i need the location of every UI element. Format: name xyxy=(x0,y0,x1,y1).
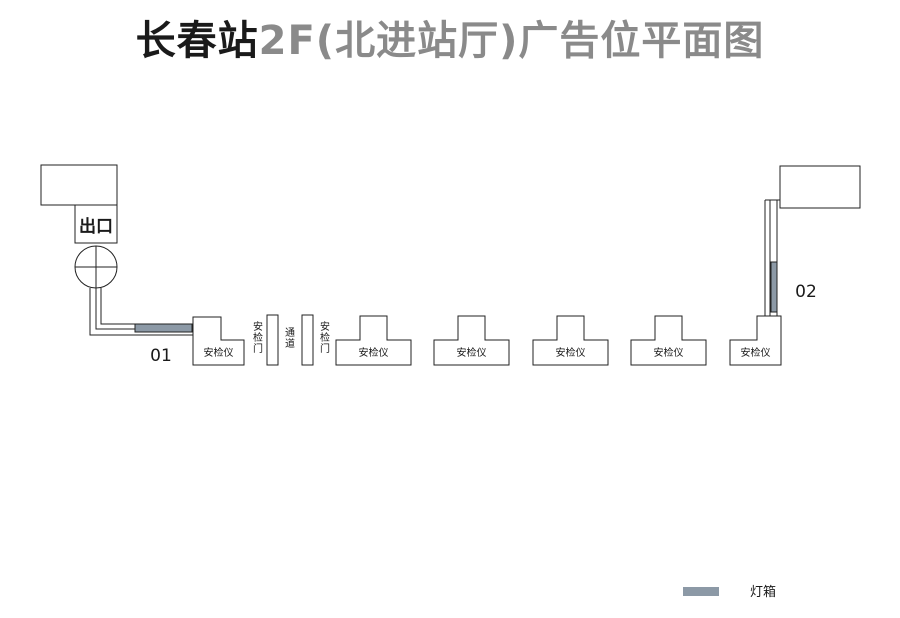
legend-label: 灯箱 xyxy=(750,584,776,600)
security-gate-2 xyxy=(301,314,314,366)
security-gate-label-2: 安检门 xyxy=(320,320,330,355)
scanner-label-5: 安检仪 xyxy=(654,346,684,359)
passage-label-char: 道 xyxy=(285,337,295,350)
right-building-block xyxy=(779,165,861,209)
page-title: 长春站2F(北进站厅)广告位平面图 xyxy=(0,8,900,66)
scanner-label-6: 安检仪 xyxy=(741,346,771,359)
title-station: 长春站 xyxy=(135,18,259,64)
exit-label: 出口 xyxy=(79,216,113,237)
security-scanner-5 xyxy=(630,315,707,366)
scanner-label-1: 安检仪 xyxy=(204,346,234,359)
passage-label-char: 通 xyxy=(285,327,295,339)
security-scanner-2 xyxy=(335,315,412,366)
point-label-02: 02 xyxy=(795,282,817,302)
security-gate-label-1-char: 检 xyxy=(253,331,263,344)
lightbox-02[interactable] xyxy=(770,261,778,313)
lightbox-01[interactable] xyxy=(134,323,193,333)
exit-door-icon xyxy=(74,245,118,289)
exit-room xyxy=(74,204,118,244)
security-gate-label-1-char: 门 xyxy=(253,342,263,355)
security-scanner-3 xyxy=(433,315,510,366)
passage-label: 通道 xyxy=(285,327,295,350)
title-subtitle: 2F(北进站厅)广告位平面图 xyxy=(258,18,765,64)
security-gate-label-2-char: 门 xyxy=(320,342,330,355)
security-gate-label-2-char: 检 xyxy=(320,331,330,344)
security-scanner-4 xyxy=(532,315,609,366)
security-gate-label-2-char: 安 xyxy=(320,320,330,333)
left-building-block xyxy=(40,164,118,206)
security-scanner-6 xyxy=(729,315,782,366)
scanner-label-2: 安检仪 xyxy=(359,346,389,359)
security-scanner-1 xyxy=(192,316,245,366)
legend-swatch xyxy=(683,587,719,596)
security-gate-label-1: 安检门 xyxy=(253,320,263,355)
scanner-label-4: 安检仪 xyxy=(556,346,586,359)
security-gate-1 xyxy=(266,314,279,366)
point-label-01: 01 xyxy=(150,346,172,366)
scanner-label-3: 安检仪 xyxy=(457,346,487,359)
security-gate-label-1-char: 安 xyxy=(253,320,263,333)
